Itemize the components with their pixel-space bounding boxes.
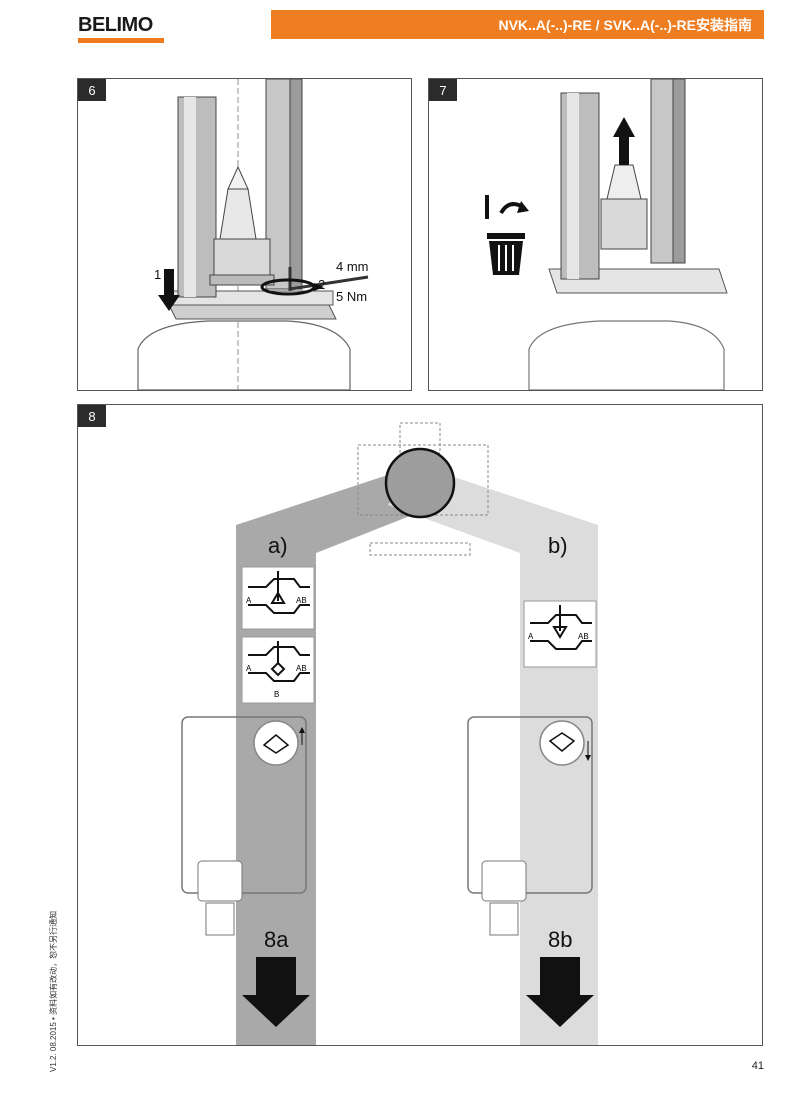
step-8-number: 8 [78, 405, 106, 427]
actuator-a [181, 716, 307, 936]
valve-schematic-b: A AB [523, 600, 597, 668]
version-note: V1.2. 08.2015 • 资料如有改动，恕不另行通知 [49, 910, 58, 1072]
step-7-number: 7 [429, 79, 457, 101]
step-8-illustration: a) b) A AB A AB B [181, 422, 598, 1045]
step-6-number: 6 [78, 79, 106, 101]
torque-label: 5 Nm [336, 289, 367, 304]
step-7-panel: 7 [428, 78, 763, 391]
actuator-b [467, 716, 593, 936]
valve-schematic-a-two-way: A AB [241, 566, 315, 630]
port-b-label: B [274, 690, 279, 699]
step-8-panel: 8 a) b) A AB A AB B [77, 404, 763, 1046]
port-a-label-3: A [528, 632, 534, 641]
document-title: NVK..A(-..)-RE / SVK..A(-..)-RE安装指南 [498, 16, 752, 33]
step-6-label-1: 1 [154, 267, 161, 282]
document-title-bar: NVK..A(-..)-RE / SVK..A(-..)-RE安装指南 [271, 10, 764, 39]
logo-underline [78, 38, 164, 43]
step-6-illustration: 1 2 4 mm 5 Nm [137, 79, 369, 390]
tool-size-label: 4 mm [336, 259, 369, 274]
port-ab-label-2: AB [296, 664, 307, 673]
option-b-label: b) [548, 533, 568, 558]
belimo-logo: BELIMO [78, 14, 164, 43]
port-a-label: A [246, 596, 252, 605]
result-8b-label: 8b [548, 927, 572, 952]
page-number: 41 [751, 1060, 764, 1072]
result-8a-label: 8a [264, 927, 289, 952]
trash-bin-icon [485, 195, 529, 275]
port-ab-label: AB [296, 596, 307, 605]
brand-name: BELIMO [78, 14, 153, 36]
step-6-panel: 6 1 2 4 mm 5 Nm [77, 78, 412, 391]
step-7-illustration [485, 79, 728, 390]
valve-schematic-a-three-way: A AB B [241, 636, 315, 704]
port-ab-label-3: AB [578, 632, 589, 641]
step-6-label-2: 2 [318, 277, 325, 292]
down-arrow-b [526, 957, 594, 1027]
option-a-label: a) [268, 533, 288, 558]
port-a-label-2: A [246, 664, 252, 673]
down-arrow-a [242, 957, 310, 1027]
